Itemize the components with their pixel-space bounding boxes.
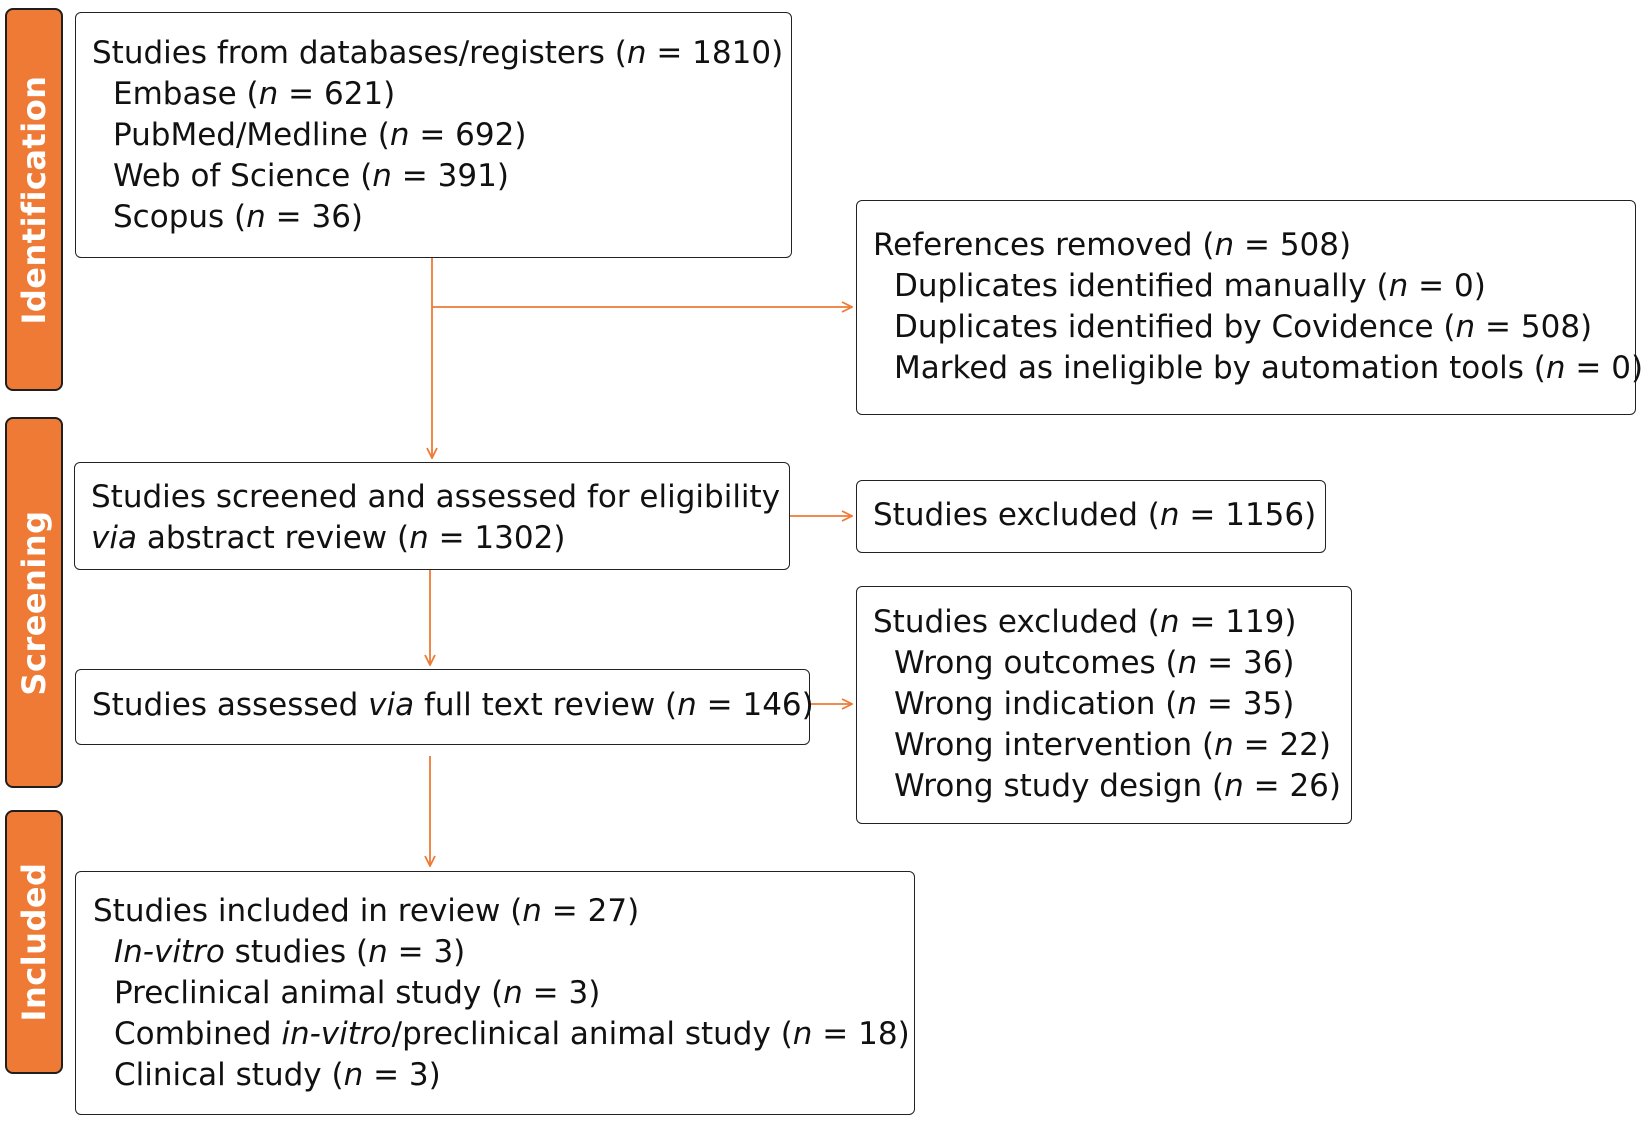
databases-item: Embase (n = 621): [113, 76, 396, 112]
phase-screening: Screening: [5, 417, 63, 788]
included-item-clinical: Clinical study (n = 3): [114, 1057, 441, 1093]
phase-included: Included: [5, 810, 63, 1074]
screened-line2: via abstract review (n = 1302): [91, 520, 566, 556]
removed-item: Duplicates identified manually (n = 0): [894, 268, 1486, 304]
included-item-preclinical: Preclinical animal study (n = 3): [114, 975, 601, 1011]
box-references-removed: References removed (n = 508) Duplicates …: [856, 200, 1643, 415]
excluded-fulltext-title: Studies excluded (n = 119): [873, 604, 1297, 640]
included-item-invitro: In-vitro studies (n = 3): [114, 934, 466, 970]
phase-identification: Identification: [5, 8, 63, 391]
box-fulltext: Studies assessed via full text review (n…: [75, 669, 814, 745]
included-item-combined: Combined in-vitro/preclinical animal stu…: [114, 1016, 910, 1052]
fulltext-line: Studies assessed via full text review (n…: [92, 687, 814, 723]
excluded-fulltext-item: Wrong outcomes (n = 36): [894, 645, 1295, 681]
screened-line1: Studies screened and assessed for eligib…: [91, 479, 781, 515]
box-included: Studies included in review (n = 27) In-v…: [75, 871, 915, 1115]
excluded-fulltext-item: Wrong intervention (n = 22): [894, 727, 1332, 763]
databases-item: PubMed/Medline (n = 692): [113, 117, 527, 153]
box-databases: Studies from databases/registers (n = 18…: [75, 12, 792, 258]
databases-item: Web of Science (n = 391): [113, 158, 509, 194]
excluded-fulltext-item: Wrong study design (n = 26): [894, 768, 1341, 804]
excluded-fulltext-item: Wrong indication (n = 35): [894, 686, 1295, 722]
included-title: Studies included in review (n = 27): [93, 893, 640, 929]
removed-item: Duplicates identified by Covidence (n = …: [894, 309, 1593, 345]
databases-title: Studies from databases/registers (n = 18…: [92, 35, 784, 71]
box-excluded-abstract: Studies excluded (n = 1156): [856, 480, 1326, 553]
excluded-abstract-line: Studies excluded (n = 1156): [873, 497, 1317, 533]
box-excluded-fulltext: Studies excluded (n = 119) Wrong outcome…: [856, 586, 1352, 824]
box-screened: Studies screened and assessed for eligib…: [74, 462, 790, 570]
removed-item: Marked as ineligible by automation tools…: [894, 350, 1643, 386]
removed-title: References removed (n = 508): [873, 227, 1352, 263]
databases-item: Scopus (n = 36): [113, 199, 364, 235]
